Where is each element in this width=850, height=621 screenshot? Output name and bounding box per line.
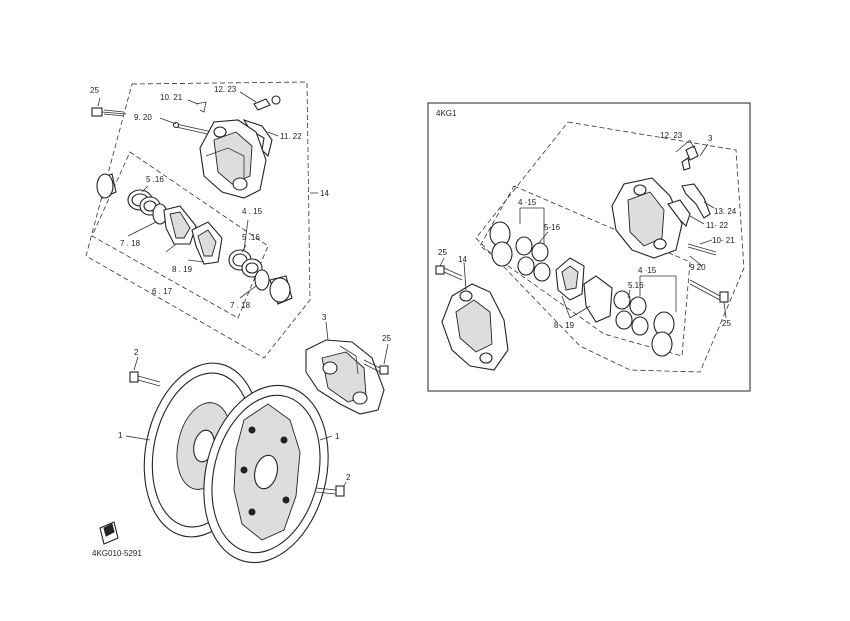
seal-set-lower [228,249,263,278]
callout-9-20-left: 9. 20 [134,113,152,122]
caliper-body-inset-14 [441,283,509,371]
caliper-body-left [199,119,267,199]
callout-12-23-left: 12. 23 [214,85,237,94]
callout-6-17: 6 . 17 [152,287,173,296]
inset-brake-pads [555,257,613,323]
callout-14-left: 14 [320,189,329,198]
pin-clip [195,101,207,113]
inset-frame [427,102,751,392]
left-leaders [97,91,279,299]
callout-12-23-inset: 12. 23 [660,131,683,140]
brake-disc-front [203,384,329,564]
pad-pin [172,121,213,136]
callout-2-lower: 2 [346,473,351,482]
inset-4kg1: 4KG1 [427,102,751,392]
callout-25-center: 25 [382,334,391,343]
callout-8-19-left: 8 . 19 [172,265,193,274]
callout-9-20-inset: 9 20 [690,263,706,272]
callout-5-16-lower: 5 .16 [242,233,260,242]
inset-piston-set-lower [613,290,675,357]
callout-11-22-inset: 11- 22 [706,221,729,230]
inset-leaders [439,139,727,319]
disc-bolt-upper [129,356,161,387]
callout-11-22-left: 11. 22 [280,132,302,141]
caliper-body-inset-3 [611,177,683,259]
disc-bolt-lower [315,481,347,497]
callout-25-inset-left: 25 [438,248,447,257]
inset-inner-boundary [479,185,691,357]
callout-5-16-inset-lower: 5.16 [628,281,644,290]
left-kit-boundary [85,81,311,359]
book-marker-icon [99,521,119,545]
callout-7-18-upper: 7 . 18 [120,239,141,248]
callout-14-inset: 14 [458,255,467,264]
callout-4-15-left: 4 . 15 [242,207,263,216]
callout-2-upper: 2 [134,348,139,357]
bleed-screw-left [253,95,281,111]
callout-1-right: 1 [335,432,340,441]
callout-7-18-lower: 7 . 18 [230,301,251,310]
callout-8-19-inset: 8 . 19 [554,321,575,330]
bolt-25-left [91,107,127,117]
callout-3-inset: 3 [708,134,713,143]
callout-3-center: 3 [322,313,327,322]
callout-1-left: 1 [118,431,123,440]
callout-13-24: 13. 24 [714,207,737,216]
callout-10-21-left: 10. 21 [160,93,183,102]
brake-pads-left [163,205,223,265]
callout-5-16-upper: 5 .16 [146,175,164,184]
diagram-code: 4KG010-5291 [92,549,142,558]
piston-lower [254,269,270,291]
caliper-assembly-3: 3 25 [305,313,391,415]
piston-outer-right [269,275,293,305]
callout-4-15-inset-lower: 4 ·15 [638,266,657,275]
callout-4-15-inset-upper: 4 ·15 [518,198,537,207]
callout-25-inset-right: 25 [722,319,731,328]
callout-5-16-inset-upper: 5-16 [544,223,561,232]
inset-title: 4KG1 [436,109,457,118]
left-caliper-group: 25 10. 21 12. 23 9. 20 11. 22 14 5 .16 4… [85,81,329,359]
piston-outer-left [96,173,117,199]
callout-10-21-inset: 10- 21 [712,236,735,245]
left-inner-boundary [91,151,269,319]
inset-piston-set-upper [489,221,551,282]
callout-25-left: 25 [90,86,99,95]
